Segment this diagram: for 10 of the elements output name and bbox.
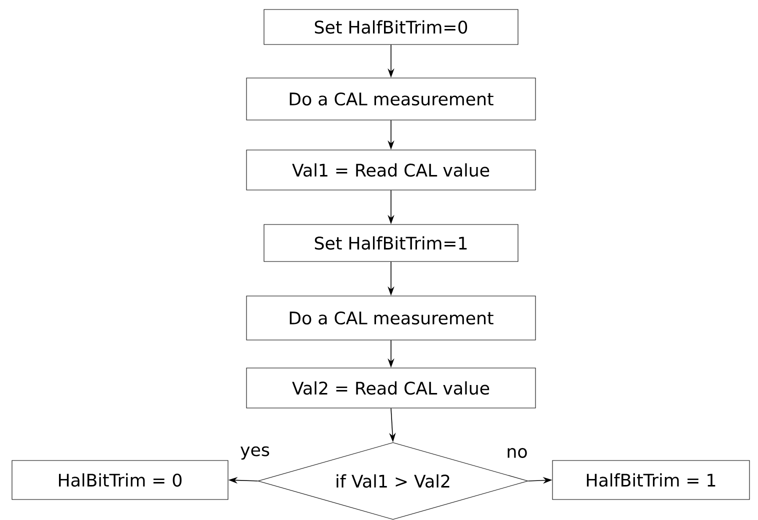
process-box: Val2 = Read CAL value bbox=[246, 368, 536, 408]
edge-label: no bbox=[508, 448, 527, 458]
process-box: Set HalfBitTrim=0 bbox=[264, 9, 518, 45]
process-box: Set HalfBitTrim=1 bbox=[264, 224, 518, 262]
edge-label: yes bbox=[240, 446, 270, 460]
process-box: Val1 = Read CAL value bbox=[246, 150, 536, 190]
process-box: HalfBitTrim = 1 bbox=[552, 460, 750, 500]
process-box: Do a CAL measurement bbox=[246, 78, 536, 120]
process-box: Do a CAL measurement bbox=[246, 296, 536, 340]
process-box: HalBitTrim = 0 bbox=[12, 460, 228, 500]
